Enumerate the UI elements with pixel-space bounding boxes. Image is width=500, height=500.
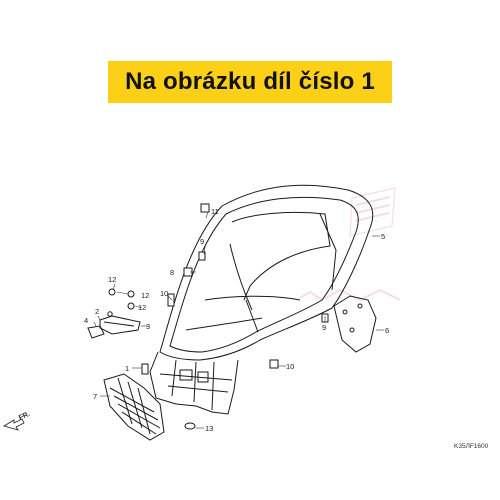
front-direction-arrow: FR. xyxy=(3,411,31,431)
callout-9a: 9 xyxy=(200,237,204,246)
callout-12a: 12 xyxy=(108,275,116,284)
callout-11: 11 xyxy=(211,207,219,216)
watermark-logo xyxy=(299,187,401,302)
luggage-box xyxy=(149,184,374,415)
fr-label: FR. xyxy=(18,411,31,422)
callout-10b: 10 xyxy=(286,362,294,371)
leader-lines xyxy=(93,211,384,429)
callout-5: 5 xyxy=(381,232,385,241)
part-7-grille xyxy=(103,373,165,441)
callout-4: 4 xyxy=(84,316,88,325)
callout-12c: 12 xyxy=(138,303,146,312)
callout-10a: 10 xyxy=(160,289,168,298)
brackets-left xyxy=(87,311,141,339)
callout-12b: 12 xyxy=(141,291,149,300)
callout-9b: 9 xyxy=(322,323,326,332)
callout-2: 2 xyxy=(95,307,99,316)
callout-labels: 11 9 8 12 12 12 10 2 4 3 1 7 10 13 6 5 9 xyxy=(84,207,389,433)
callout-7: 7 xyxy=(93,392,97,401)
fasteners xyxy=(108,203,329,430)
banner-title: Na obrázku díl číslo 1 xyxy=(125,68,375,95)
callout-3: 3 xyxy=(146,322,150,331)
callout-6: 6 xyxy=(385,326,389,335)
callout-1: 1 xyxy=(125,364,129,373)
part-6-plate xyxy=(333,295,377,353)
callout-13: 13 xyxy=(205,424,213,433)
title-banner: Na obrázku díl číslo 1 xyxy=(108,61,392,103)
part-code: K35ЛF1600 xyxy=(454,443,489,450)
callout-8: 8 xyxy=(170,268,174,277)
